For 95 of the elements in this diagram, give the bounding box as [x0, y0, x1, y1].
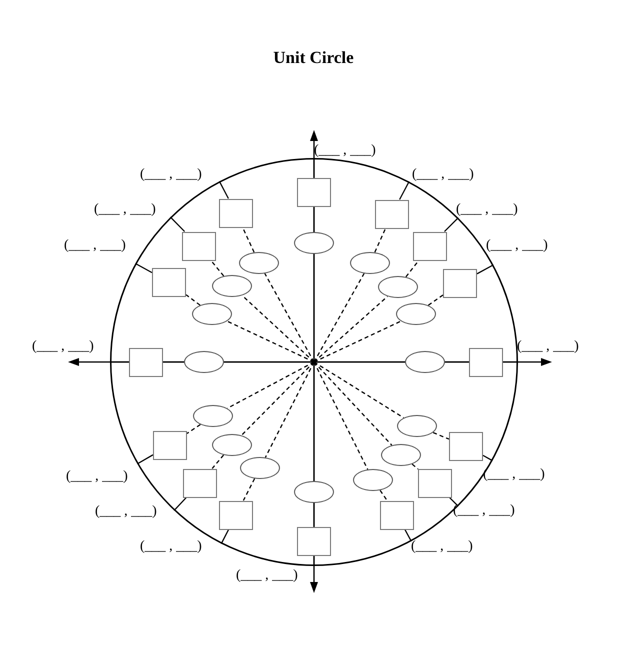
dashed-ray: [186, 424, 201, 434]
dashed-ray: [314, 320, 402, 363]
ray-line: [444, 217, 459, 232]
ray-line: [163, 361, 184, 363]
radian-box: [375, 200, 409, 228]
ray-line: [135, 262, 152, 274]
radian-box: [219, 198, 253, 228]
ray-line: [503, 361, 518, 363]
ray-line: [170, 216, 186, 232]
radian-box: [469, 348, 503, 376]
radian-box: [129, 348, 163, 376]
degree-oval: [212, 434, 252, 456]
degree-oval: [193, 405, 233, 427]
ray-line: [313, 254, 315, 362]
dashed-ray: [412, 464, 418, 470]
dashed-ray: [314, 362, 392, 446]
radian-box: [183, 468, 217, 498]
coordinate-blank: (___ , ___): [140, 540, 202, 554]
ray-line: [137, 454, 154, 464]
dashed-ray: [314, 296, 388, 362]
degree-oval: [240, 457, 280, 479]
coordinate-blank: (___ , ___): [314, 144, 376, 158]
ray-line: [449, 497, 459, 507]
degree-oval: [184, 351, 224, 373]
coordinate-blank: (___ , ___): [411, 540, 473, 554]
dashed-ray: [314, 362, 404, 418]
dashed-ray: [242, 478, 256, 501]
degree-oval: [212, 275, 252, 297]
ray-line: [476, 264, 494, 274]
ray-line: [314, 361, 405, 363]
coordinate-blank: (___ , ___): [95, 505, 157, 519]
ray-line: [482, 454, 493, 462]
coordinate-blank: (___ , ___): [32, 340, 94, 354]
degree-oval: [397, 415, 437, 437]
radian-box: [413, 232, 447, 260]
ray-line: [313, 158, 315, 178]
dashed-ray: [242, 295, 314, 362]
degree-oval: [381, 444, 421, 466]
dashed-ray: [374, 228, 386, 253]
coordinate-blank: (___ , ___): [412, 168, 474, 182]
radian-box: [152, 268, 186, 296]
dashed-ray: [432, 432, 450, 440]
radian-box: [443, 268, 477, 298]
ray-line: [404, 529, 412, 542]
ray-line: [110, 361, 129, 363]
ray-line: [174, 497, 187, 511]
dashed-ray: [380, 490, 388, 501]
ray-line: [313, 206, 315, 232]
dashed-ray: [405, 260, 420, 278]
radian-box: [297, 178, 331, 206]
degree-oval: [378, 276, 418, 298]
title: Unit Circle: [272, 47, 355, 69]
ray-line: [313, 556, 315, 566]
dashed-ray: [227, 361, 314, 409]
radian-box: [219, 500, 253, 530]
dashed-ray: [210, 260, 224, 276]
radian-box: [153, 430, 187, 460]
coordinate-blank: (___ , ___): [236, 569, 298, 583]
coordinate-blank: (___ , ___): [486, 239, 548, 253]
dashed-ray: [186, 294, 200, 306]
degree-oval: [353, 469, 393, 491]
dashed-ray: [242, 227, 255, 253]
degree-oval: [396, 303, 436, 325]
dashed-ray: [313, 273, 365, 362]
degree-oval: [350, 252, 390, 274]
degree-oval: [192, 303, 232, 325]
radian-box: [418, 468, 452, 498]
ray-line: [313, 362, 315, 481]
dashed-ray: [226, 320, 314, 363]
ray-line: [218, 181, 229, 199]
degree-oval: [294, 481, 334, 503]
coordinate-blank: (___ , ___): [64, 239, 126, 253]
ray-line: [220, 529, 230, 544]
degree-oval: [294, 232, 334, 254]
coordinate-blank: (___ , ___): [66, 470, 128, 484]
ray-line: [445, 361, 469, 363]
dashed-ray: [212, 454, 224, 469]
ray-line: [399, 181, 410, 200]
radian-box: [380, 500, 414, 530]
ray-line: [313, 503, 315, 526]
degree-oval: [405, 351, 445, 373]
coordinate-blank: (___ , ___): [94, 203, 156, 217]
radian-box: [182, 232, 216, 260]
degree-oval: [239, 252, 279, 274]
dashed-ray: [264, 362, 315, 458]
coordinate-blank: (___ , ___): [456, 203, 518, 217]
coordinate-blank: (___ , ___): [140, 168, 202, 182]
dashed-ray: [313, 362, 368, 470]
coordinate-blank: (___ , ___): [517, 340, 579, 354]
dashed-ray: [428, 294, 444, 306]
ray-line: [224, 361, 314, 363]
radian-box: [449, 432, 483, 460]
radian-box: [297, 526, 331, 556]
dashed-ray: [264, 273, 315, 362]
dashed-ray: [241, 362, 314, 436]
